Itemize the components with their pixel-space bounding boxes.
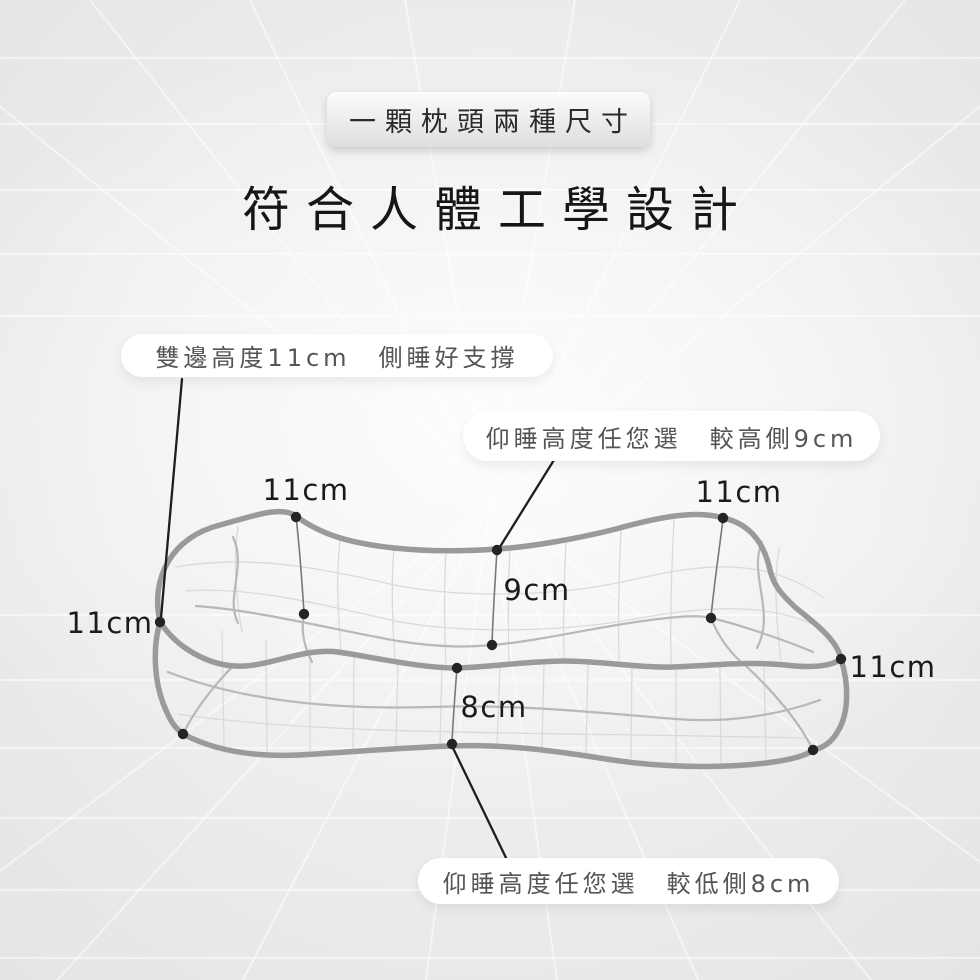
measure-label-back-center: 9cm [503, 573, 571, 607]
measure-label-top-left: 11cm [262, 473, 350, 507]
contour-lines [166, 535, 822, 750]
badge-label: 一顆枕頭兩種尺寸 [349, 107, 637, 138]
callout-supine-low: 仰睡高度任您選 較低側8cm [418, 858, 839, 904]
measure-label-left: 11cm [66, 606, 154, 640]
callout-side-height: 雙邊高度11cm 側睡好支撐 [121, 334, 553, 377]
measure-dots [154, 511, 847, 756]
pillow-outline [152, 508, 850, 770]
measure-label-right: 11cm [849, 650, 937, 684]
measure-lines [295, 516, 724, 744]
callout-leader-lines [159, 377, 556, 864]
callout-supine-high: 仰睡高度任您選 較高側9cm [463, 411, 880, 461]
measure-label-front-center: 8cm [460, 690, 528, 724]
surface-mesh [175, 519, 825, 763]
page-title: 符合人體工學設計 [241, 182, 754, 238]
badge-two-sizes: 一顆枕頭兩種尺寸 [327, 92, 650, 147]
measure-label-top-right: 11cm [695, 475, 783, 509]
